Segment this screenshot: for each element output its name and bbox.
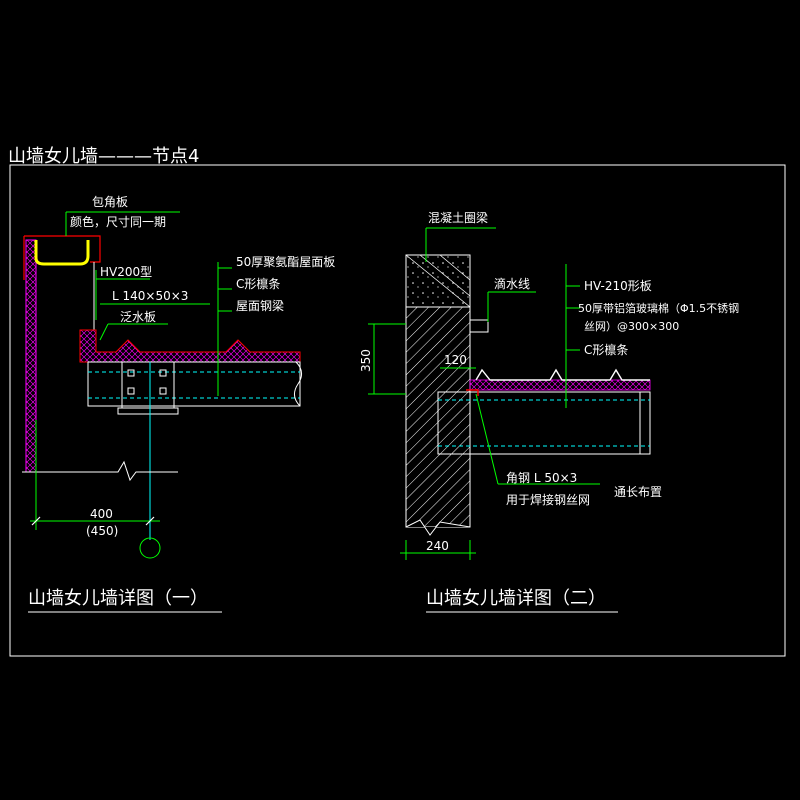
label-purlin: C形檩条 <box>584 342 628 357</box>
bolt <box>159 369 167 377</box>
label-angle: 角钢 L 50×3 <box>506 471 577 485</box>
label-ring-beam: 混凝土圈梁 <box>428 210 488 225</box>
purlin-beam <box>437 391 651 455</box>
caption-detail-2: 山墙女儿墙详图（二） <box>426 588 606 609</box>
wall-insulation <box>25 239 37 473</box>
bolt <box>127 369 135 377</box>
sheet-title: 山墙女儿墙———节点4 <box>8 146 199 167</box>
label-hv210: HV-210形板 <box>584 279 652 293</box>
dim-450: (450) <box>86 524 118 538</box>
wall-break <box>405 519 471 536</box>
dim-120: 120 <box>444 353 467 367</box>
roof-insulation <box>469 379 651 391</box>
caption-detail-1: 山墙女儿墙详图（一） <box>28 588 208 609</box>
dim-tick <box>145 516 155 526</box>
label-angle: L 140×50×3 <box>112 289 188 303</box>
dim-240: 240 <box>426 539 449 553</box>
ground-break <box>22 460 178 482</box>
axis-bubble <box>139 537 161 559</box>
detail-2: 350 120 240 混凝土圈梁 滴水线 HV-210形板 50厚带铝箔玻璃棉… <box>359 210 739 613</box>
flashing-panel <box>79 329 301 363</box>
bolt <box>159 387 167 395</box>
hv200-profile <box>34 240 90 266</box>
detail-1: 400 (450) 包角板 颜色，尺寸同一期 HV200型 L 140×50×3… <box>22 195 335 613</box>
label-drip: 滴水线 <box>494 276 530 291</box>
label-insulation-1: 50厚带铝箔玻璃棉（Φ1.5不锈钢 <box>578 301 739 315</box>
angle-steel <box>466 389 479 396</box>
steel-post <box>121 361 175 409</box>
leader-angle <box>475 393 499 485</box>
dim-350: 350 <box>359 349 373 372</box>
corner-cap <box>24 235 101 263</box>
bolt <box>127 387 135 395</box>
label-steel-beam: 屋面钢梁 <box>236 298 284 313</box>
drip-lip <box>470 319 489 333</box>
dim-tick <box>31 516 41 526</box>
base-plate <box>117 407 179 415</box>
label-continuous: 通长布置 <box>614 485 662 499</box>
label-flashing: 泛水板 <box>120 310 156 324</box>
dim-400: 400 <box>90 507 113 521</box>
label-color-size: 颜色，尺寸同一期 <box>70 214 166 229</box>
leader-flashing <box>99 323 109 341</box>
label-corner-plate: 包角板 <box>92 195 128 209</box>
label-roof-panel: 50厚聚氨酯屋面板 <box>236 255 335 269</box>
ring-beam-hatch <box>405 254 471 308</box>
break-mark <box>294 361 302 407</box>
purlin-outline <box>87 361 301 407</box>
label-purlin: C形檩条 <box>236 276 280 291</box>
hv210-profile <box>475 368 650 381</box>
label-hv200: HV200型 <box>100 265 152 279</box>
label-weld: 用于焊接钢丝网 <box>506 492 590 507</box>
label-insulation-2: 丝网）@300×300 <box>584 320 679 333</box>
drawing-frame <box>9 164 786 657</box>
